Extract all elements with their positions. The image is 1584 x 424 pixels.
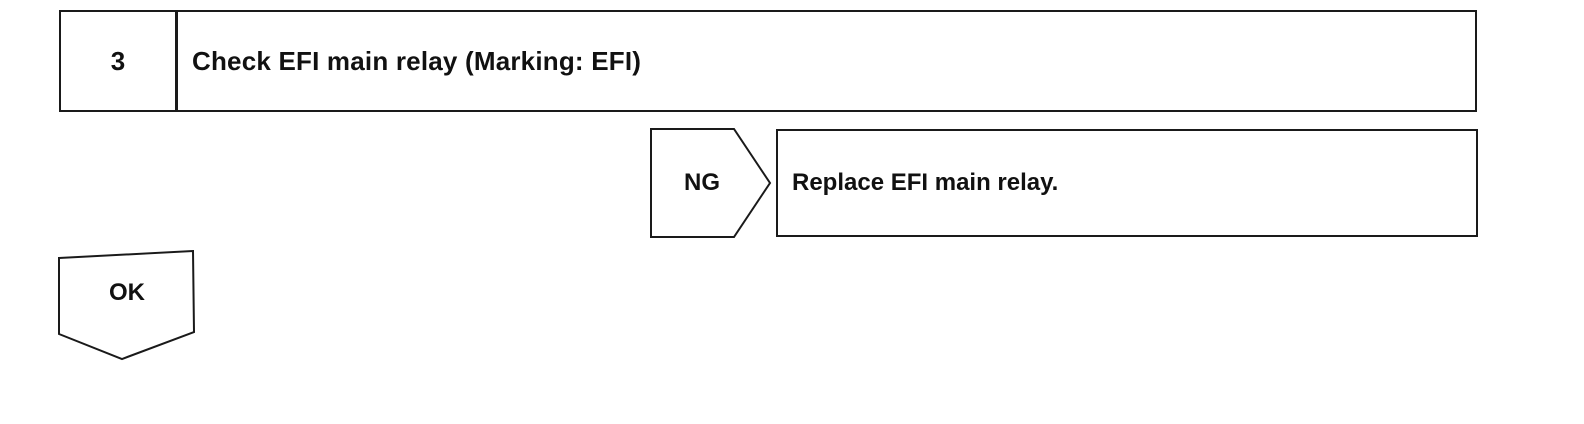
step-header-box: 3 Check EFI main relay (Marking: EFI)	[59, 10, 1477, 112]
ok-arrow-shape	[58, 250, 196, 361]
ng-action-box: Replace EFI main relay.	[776, 129, 1478, 237]
ng-arrow-shape	[650, 128, 772, 238]
ok-label: OK	[109, 279, 145, 306]
step-title: Check EFI main relay (Marking: EFI)	[192, 45, 642, 76]
ng-label: NG	[684, 169, 720, 196]
step-number: 3	[61, 12, 178, 110]
ng-action-text: Replace EFI main relay.	[792, 169, 1059, 196]
